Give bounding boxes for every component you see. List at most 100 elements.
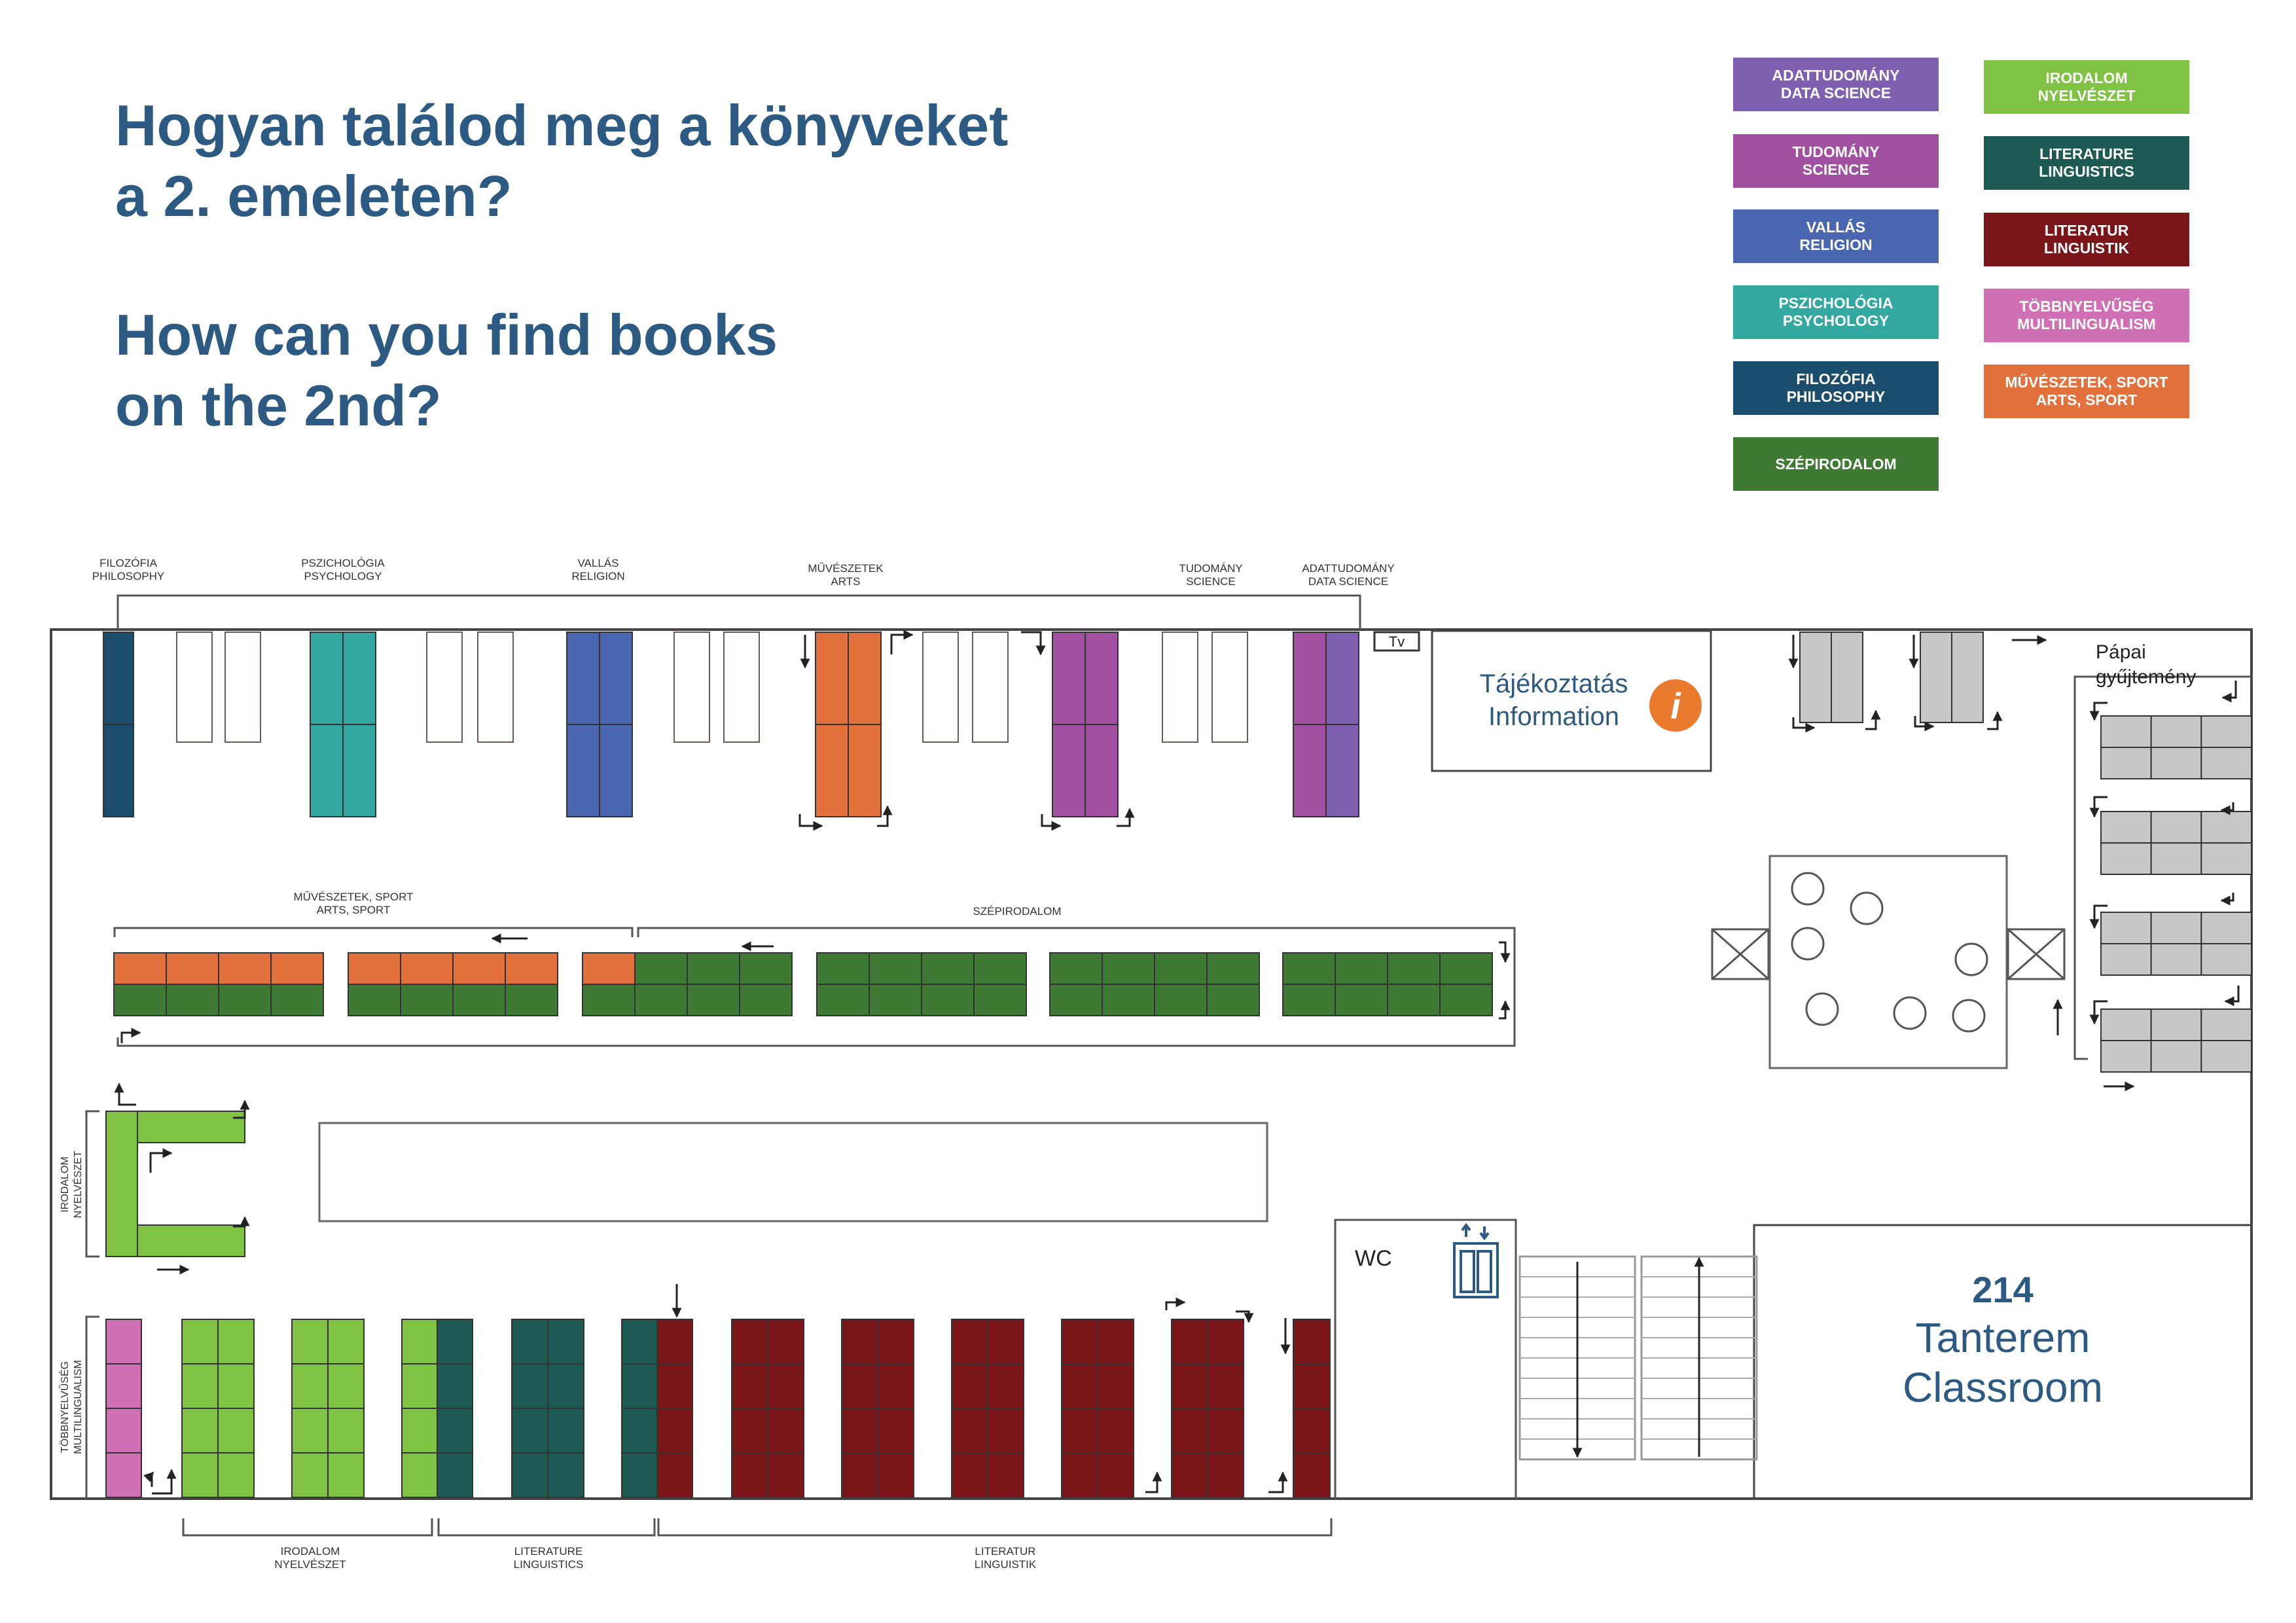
shelf-literatur <box>731 1363 768 1409</box>
shelf-literature <box>621 1319 658 1364</box>
shelf-literatur <box>1097 1319 1134 1364</box>
shelf-szepirodalom <box>869 952 922 985</box>
shelf-arts-sport <box>452 952 506 985</box>
direction-arrow-icon <box>1117 808 1135 827</box>
label-irodalom-bottom-2: NYELVÉSZET <box>274 1558 346 1571</box>
shelf-papai <box>2100 1008 2152 1041</box>
direction-arrow-icon <box>1499 941 1511 963</box>
direction-arrow-icon <box>1041 814 1062 831</box>
shelf-szepirodalom <box>1282 984 1336 1016</box>
label-philosophy-1: FILOZÓFIA <box>99 557 158 569</box>
direction-arrow-icon <box>798 814 823 831</box>
shelf-literature <box>547 1452 584 1498</box>
shelf-religion <box>566 724 600 817</box>
legend-label: SZÉPIRODALOM <box>1775 455 1897 473</box>
shelf-szepirodalom <box>1102 952 1155 985</box>
direction-arrow-icon <box>2220 893 2234 906</box>
shelf-arts <box>848 632 882 725</box>
shelf-religion <box>566 632 600 725</box>
legend-label: LINGUISTICS <box>2039 163 2134 180</box>
shelf-arts-sport <box>113 952 167 985</box>
legend-label: IRODALOM <box>2045 69 2128 86</box>
shelf-literatur <box>987 1363 1024 1409</box>
shelf-papai <box>1831 632 1863 723</box>
shelf-religion <box>599 632 633 725</box>
shelf-literature <box>547 1408 584 1454</box>
shelf-science <box>1085 632 1119 725</box>
legend-label: LITERATUR <box>2044 222 2129 239</box>
shelf-literatur <box>877 1319 914 1364</box>
shelf-szepirodalom <box>1049 952 1103 985</box>
shelf-literatur <box>841 1319 878 1364</box>
direction-arrow-icon <box>877 805 893 827</box>
shelf-literature <box>437 1408 473 1454</box>
shelf-szepirodalom <box>218 984 272 1016</box>
shelf-szepirodalom <box>1154 984 1208 1016</box>
shelf-empty <box>972 632 1009 743</box>
legend-label: DATA SCIENCE <box>1780 84 1892 101</box>
shelf-literatur <box>656 1408 693 1454</box>
shelf-irodalom <box>137 1111 245 1143</box>
shelf-literatur <box>1293 1363 1331 1409</box>
label-philosophy-2: PHILOSOPHY <box>92 570 165 582</box>
shelf-literatur <box>1097 1452 1134 1498</box>
legend-label: PHILOSOPHY <box>1786 388 1886 405</box>
shelf-papai <box>2150 811 2202 844</box>
shelf-szepirodalom <box>687 984 740 1016</box>
legend-label: ARTS, SPORT <box>2036 391 2138 408</box>
shelf-irodalom <box>327 1363 365 1409</box>
shelf-literatur <box>1061 1408 1098 1454</box>
shelf-literatur <box>1207 1319 1244 1364</box>
shelf-arts-sport <box>582 952 636 985</box>
shelf-philosophy <box>103 632 134 725</box>
shelf-literatur <box>1061 1319 1098 1364</box>
legend-label: LITERATURE <box>2039 145 2134 162</box>
label-data-science-1: ADATTUDOMÁNY <box>1302 562 1394 575</box>
shelf-psychology <box>342 632 376 725</box>
reading-table-seat <box>1805 992 1839 1026</box>
shelf-irodalom <box>327 1452 365 1498</box>
shelf-irodalom <box>401 1408 438 1454</box>
shelf-literatur <box>1171 1408 1208 1454</box>
shelf-irodalom <box>181 1452 219 1498</box>
title-hungarian: Hogyan találod meg a könyveket a 2. emel… <box>115 90 1008 232</box>
shelf-papai <box>2150 912 2202 944</box>
shelf-papai <box>2200 811 2252 844</box>
label-wc: WC <box>1355 1246 1392 1271</box>
label-arts-sport-1: MŰVÉSZETEK, SPORT <box>294 891 414 903</box>
shelf-science <box>1085 724 1119 817</box>
shelf-literatur <box>1061 1363 1098 1409</box>
shelf-papai <box>1799 632 1832 723</box>
direction-arrow-icon <box>1165 1297 1186 1310</box>
reading-table-seat <box>1791 927 1825 961</box>
shelf-empty <box>477 632 514 743</box>
label-arts-2: ARTS <box>831 575 860 588</box>
shelf-literatur <box>951 1363 988 1409</box>
shelf-literature <box>621 1408 658 1454</box>
shelf-literatur <box>1097 1363 1134 1409</box>
shelf-arts-sport <box>348 952 401 985</box>
shelf-irodalom <box>401 1319 438 1364</box>
shelf-literature <box>621 1452 658 1498</box>
direction-arrow-icon <box>149 1148 173 1173</box>
shelf-empty <box>673 632 710 743</box>
direction-arrow-icon <box>2089 796 2108 818</box>
direction-arrow-icon <box>120 1027 141 1043</box>
label-irodalom-side-2: NYELVÉSZET <box>71 1150 84 1218</box>
shelf-szepirodalom <box>921 984 975 1016</box>
title-english: How can you find books on the 2nd? <box>115 300 778 441</box>
shelf-arts-sport <box>270 952 324 985</box>
shelf-papai <box>2100 1040 2152 1073</box>
shelf-szepirodalom <box>1387 984 1441 1016</box>
label-literature-bottom-1: LITERATURE <box>514 1545 583 1558</box>
shelf-papai <box>1920 632 1952 723</box>
shelf-literatur <box>841 1408 878 1454</box>
shelf-irodalom <box>401 1363 438 1409</box>
shelf-arts <box>815 724 849 817</box>
shelf-multilingualism <box>105 1319 142 1364</box>
